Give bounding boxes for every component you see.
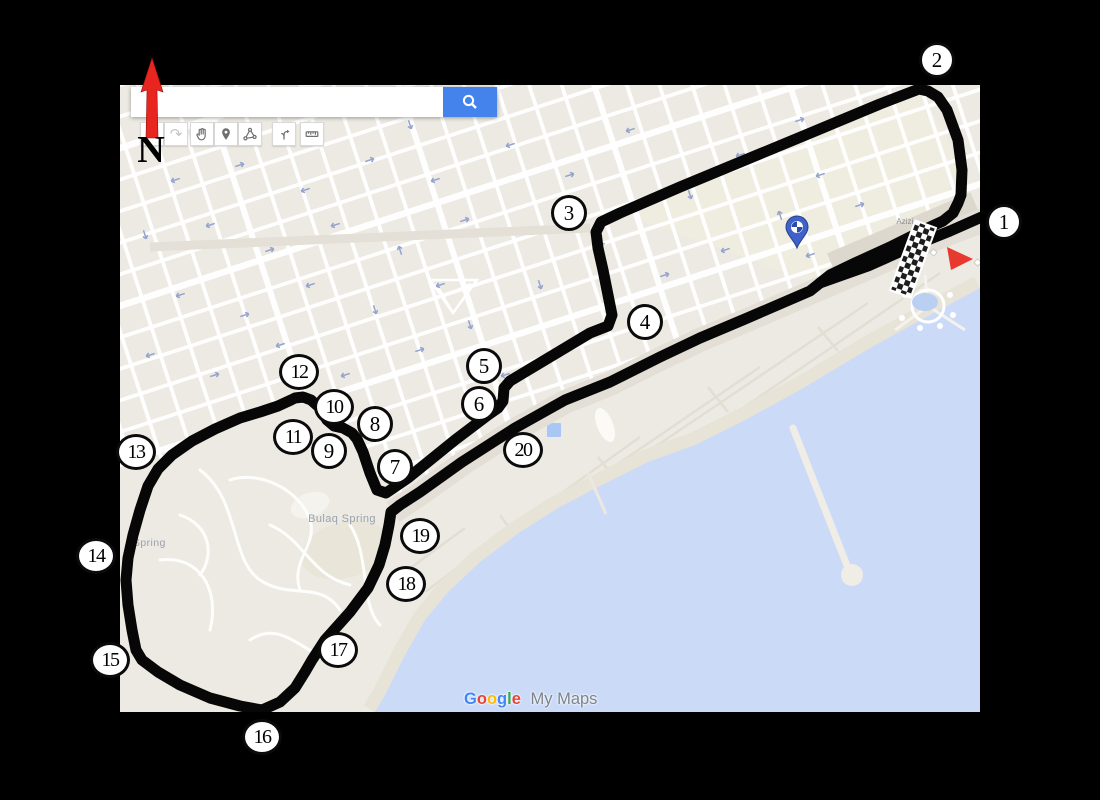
north-label: N	[137, 129, 165, 171]
google-letter: l	[507, 690, 512, 708]
search-input[interactable]	[131, 87, 443, 117]
map-canvas[interactable]: Bulaq Spring Spring Azizia	[120, 85, 980, 712]
search-bar	[131, 87, 497, 117]
marker-icon	[222, 128, 230, 140]
major-road	[149, 223, 591, 252]
finish-flag-pin[interactable]	[785, 215, 809, 250]
add-marker-button[interactable]	[214, 122, 238, 146]
start-finish-flag[interactable]	[888, 219, 938, 299]
hand-icon	[196, 128, 206, 141]
ruler-icon	[305, 131, 319, 138]
pan-button[interactable]	[190, 122, 214, 146]
google-letter: g	[497, 690, 508, 708]
north-arrow-icon	[140, 57, 164, 139]
draw-line-button[interactable]	[238, 122, 262, 146]
pool	[547, 423, 561, 437]
my-maps-label: My Maps	[530, 690, 598, 708]
directions-icon	[281, 129, 290, 140]
google-letter: o	[486, 690, 498, 708]
polyline-icon	[243, 127, 257, 141]
google-letter: o	[476, 690, 487, 708]
add-directions-button[interactable]	[272, 122, 296, 146]
measure-button[interactable]	[300, 122, 324, 146]
map-label-spring: Spring	[133, 537, 166, 549]
google-letter: e	[511, 690, 521, 708]
redo-icon: ↷	[169, 125, 183, 143]
search-icon	[462, 94, 477, 109]
sea	[375, 288, 980, 712]
vertex-handles	[929, 248, 980, 267]
turn-marker-16: 16	[242, 719, 282, 755]
attribution: Google My Maps	[464, 690, 597, 709]
park-paths	[427, 278, 480, 316]
google-letter: G	[464, 690, 477, 708]
map-graphics: Bulaq Spring Spring Azizia	[120, 85, 980, 712]
map-label-azizia: Azizia	[896, 217, 918, 226]
map-label-bulaq-spring: Bulaq Spring	[308, 513, 376, 525]
redo-button[interactable]: ↷	[164, 122, 188, 146]
direction-arrow-icon	[947, 247, 973, 270]
turn-marker-1: 1	[986, 204, 1022, 240]
pier	[586, 424, 863, 586]
turn-marker-14: 14	[76, 538, 116, 574]
turn-marker-2: 2	[919, 42, 955, 78]
search-button[interactable]	[443, 87, 497, 117]
village-streets	[158, 468, 390, 662]
google-wordmark[interactable]: Google	[464, 690, 521, 708]
oval-building	[594, 408, 616, 442]
drawing-toolbar: ↶ ↷	[140, 122, 324, 146]
